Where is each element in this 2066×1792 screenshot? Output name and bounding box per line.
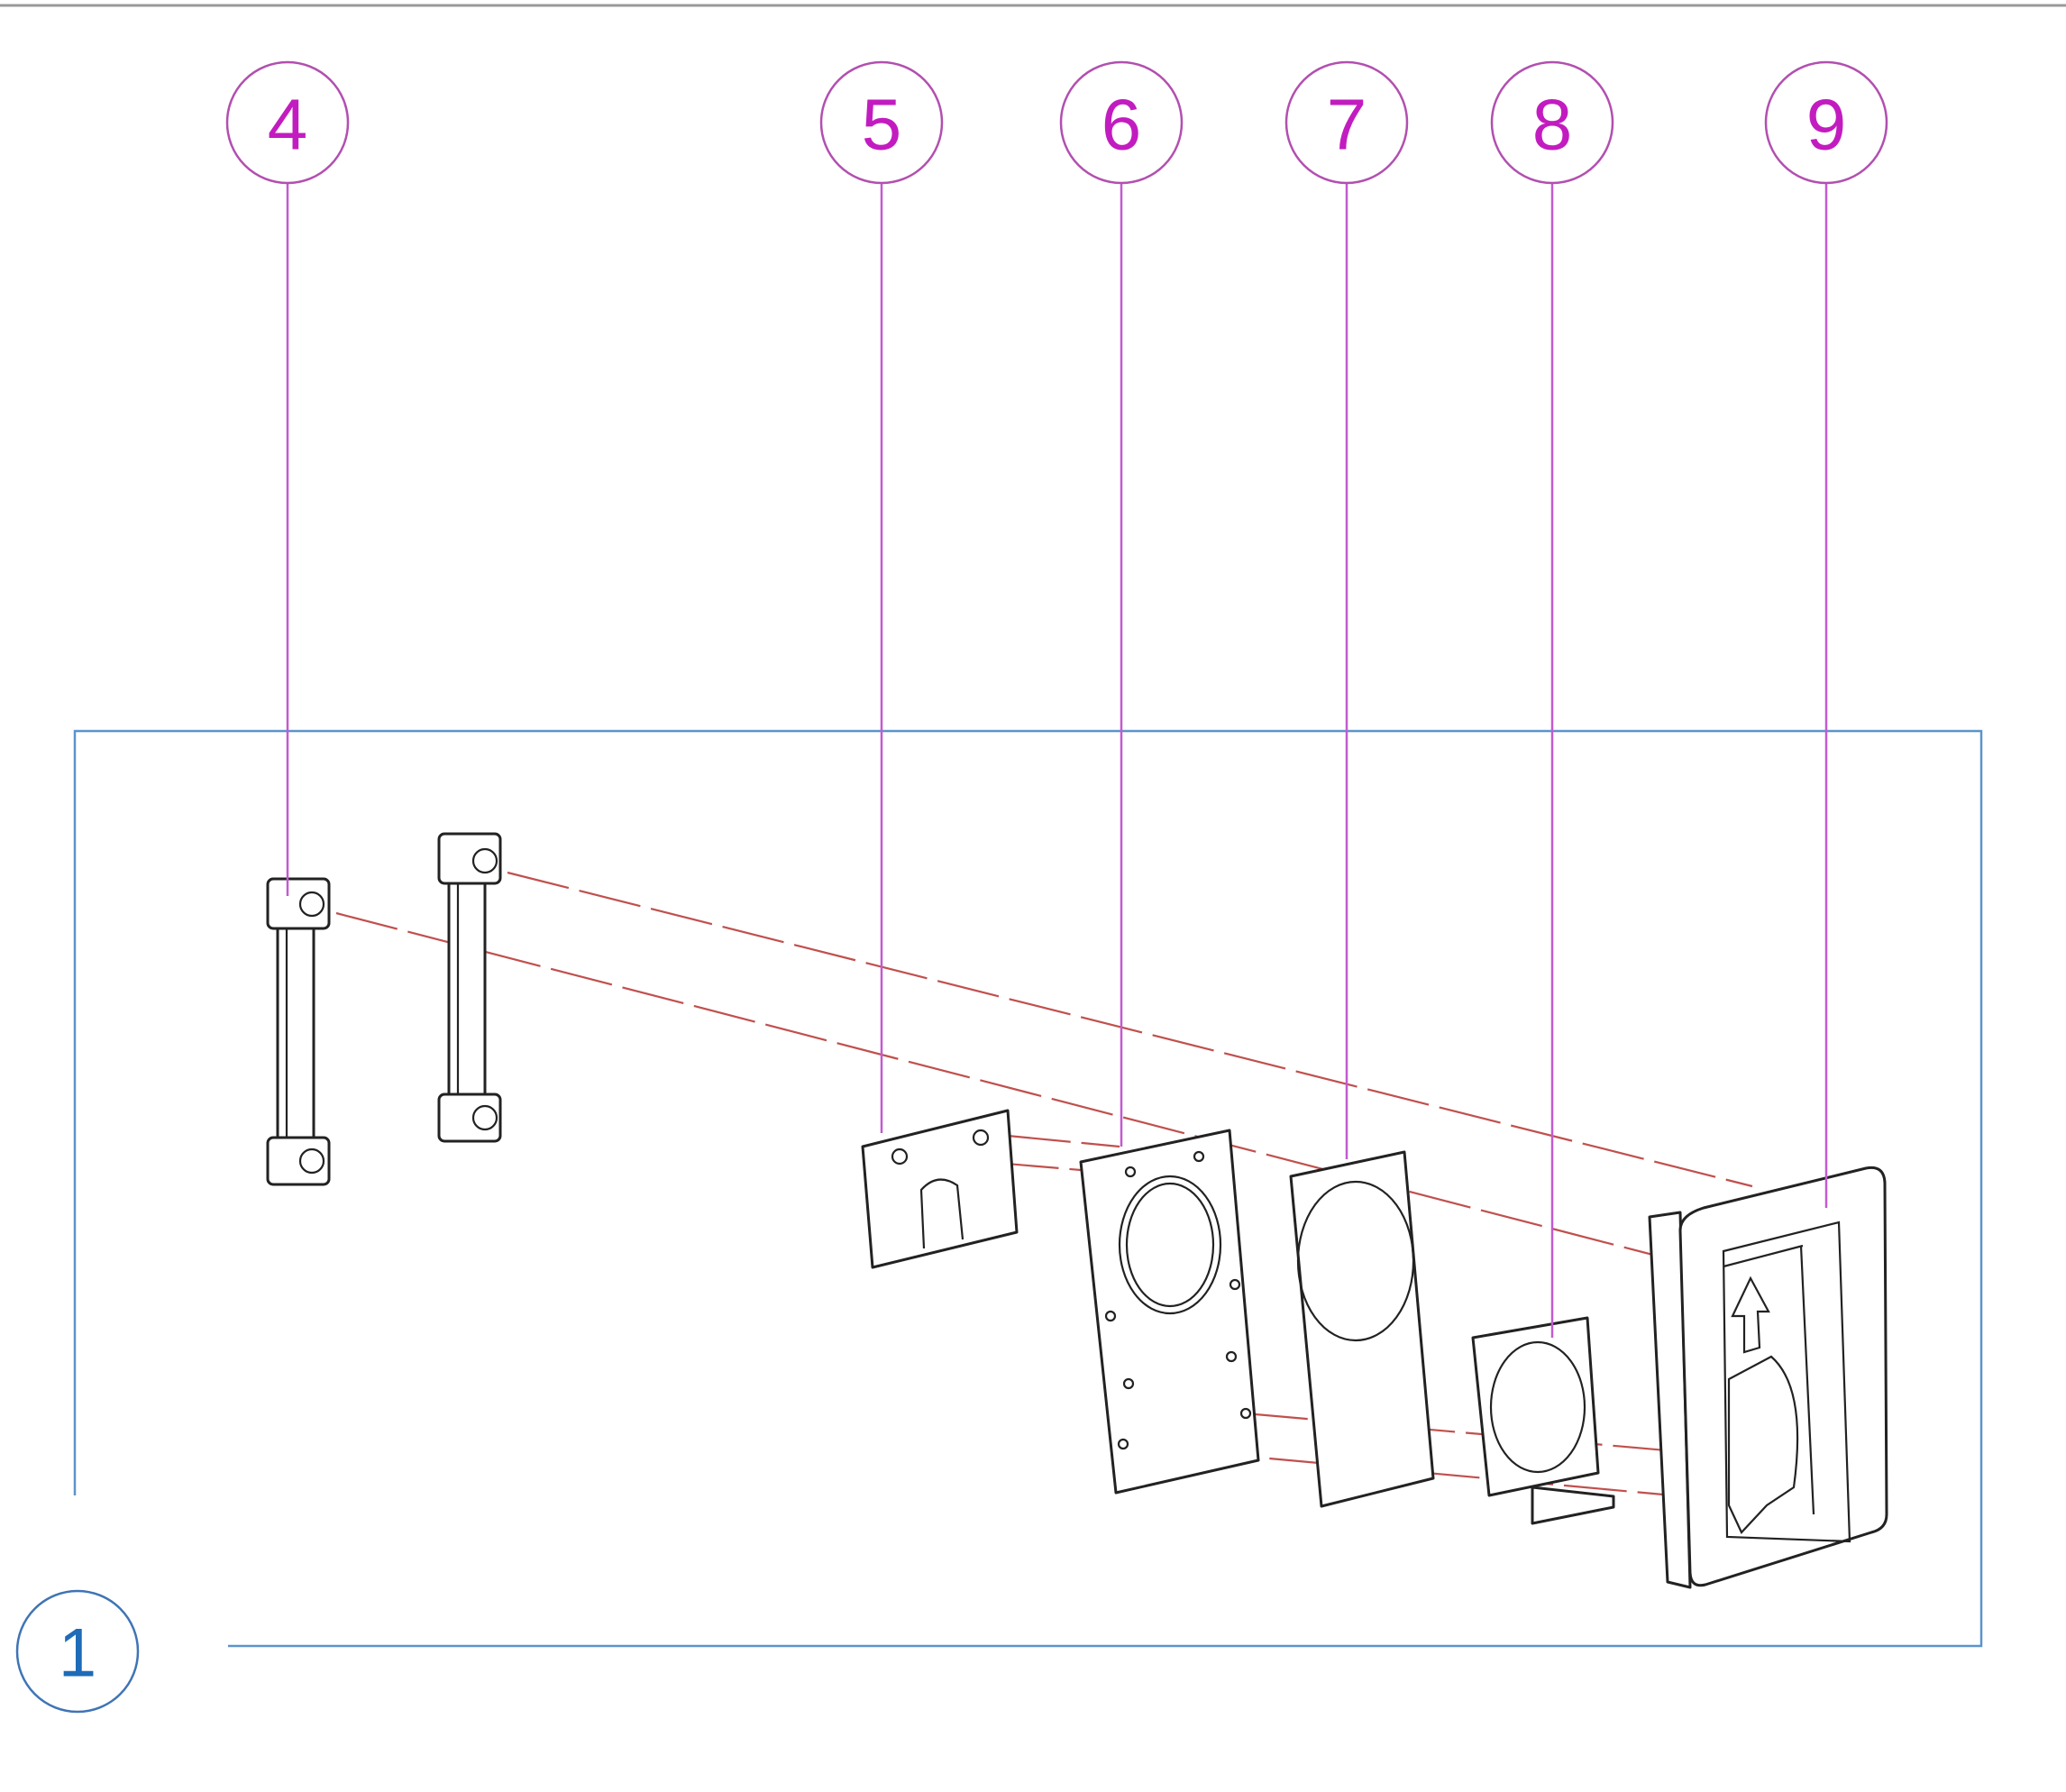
part-4-bracket-front [266,877,331,1186]
callout-6: 6 [1059,60,1184,1147]
part-5-clip-plate [861,1109,1019,1269]
callout-9: 9 [1764,60,1888,1208]
callout-label: 1 [59,1615,96,1692]
callout-8: 8 [1490,60,1614,1338]
callout-7: 7 [1284,60,1409,1159]
callout-label: 9 [1806,85,1847,165]
callout-label: 8 [1532,85,1573,165]
callout-label: 6 [1102,85,1142,165]
assembly-boundary [73,729,1983,1648]
callout-4: 4 [225,60,350,896]
part-8-lens-frame [1471,1316,1615,1525]
callout-label: 5 [862,85,902,165]
part-4-bracket-rear [437,832,502,1143]
callout-label: 7 [1327,85,1367,165]
part-7-gasket [1289,1150,1435,1508]
callout-5: 5 [819,60,944,1133]
part-6-mounting-plate [1079,1129,1260,1495]
arrow-up-icon [1731,1275,1770,1354]
callout-label: 4 [268,85,308,165]
part-9-cover [1648,1166,1888,1589]
callout-assembly-1: 1 [15,1589,140,1714]
